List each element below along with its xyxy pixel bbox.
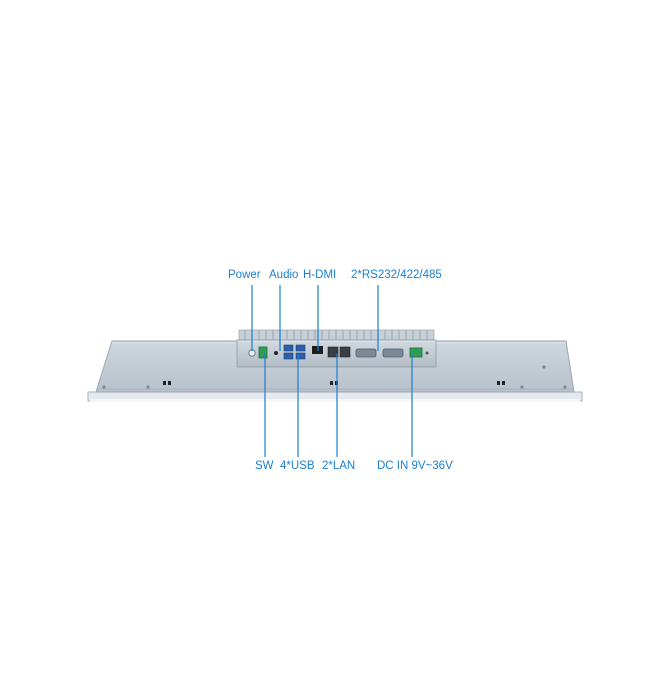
label-sw: SW <box>255 460 274 472</box>
lan-port-icon <box>327 346 339 358</box>
label-dc-in: DC IN 9V~36V <box>377 460 453 472</box>
usb-port-icon <box>295 352 306 360</box>
dc-in-connector-icon <box>409 347 423 358</box>
label-lan: 2*LAN <box>322 460 356 472</box>
front-bezel <box>87 391 583 402</box>
label-usb: 4*USB <box>280 460 315 472</box>
serial-port-icon <box>382 348 404 358</box>
usb-port-icon <box>295 344 306 352</box>
sw-terminal-icon <box>258 346 268 359</box>
usb-port-icon <box>283 344 294 352</box>
label-power: Power <box>228 269 261 281</box>
label-hdmi: H-DMI <box>303 269 337 281</box>
audio-jack-icon <box>274 351 278 355</box>
heatsink-fins <box>238 329 435 341</box>
label-audio: Audio <box>269 269 299 281</box>
serial-port-icon <box>355 348 377 358</box>
usb-port-icon <box>283 352 294 360</box>
lan-port-icon <box>339 346 351 358</box>
label-serial: 2*RS232/422/485 <box>351 269 442 281</box>
leader-lines <box>251 285 413 457</box>
mounting-holes <box>102 365 567 389</box>
